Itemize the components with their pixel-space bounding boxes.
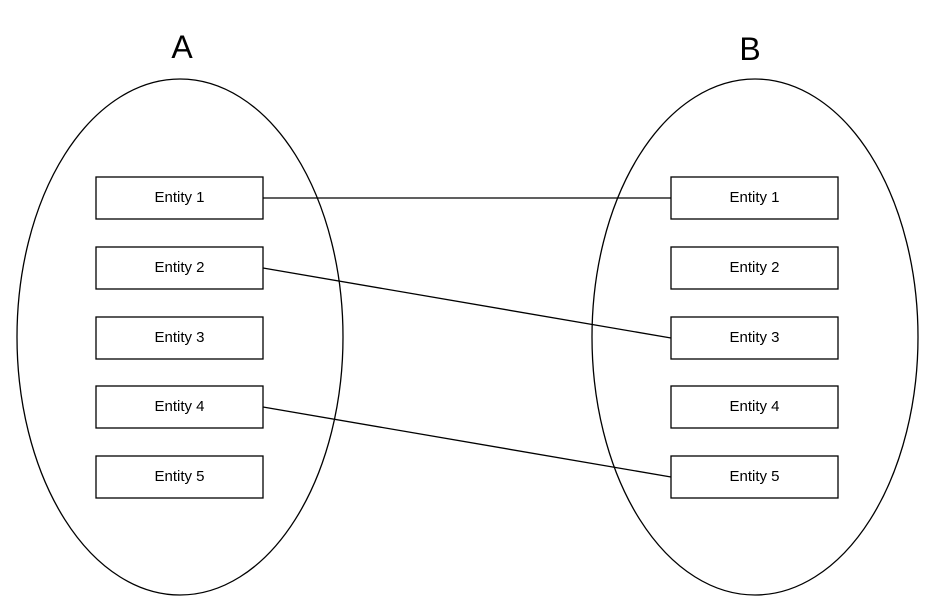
connector-a4-b5 <box>262 406 672 478</box>
set-a-title: A <box>171 29 193 65</box>
set-b-entity-4[interactable]: Entity 4 <box>670 385 839 429</box>
set-b-entity-1[interactable]: Entity 1 <box>670 176 839 220</box>
set-a-entity-4-label: Entity 4 <box>154 398 204 415</box>
set-b-entity-3-label: Entity 3 <box>729 329 779 346</box>
set-b-entity-5-label: Entity 5 <box>729 468 779 485</box>
set-b-entity-1-label: Entity 1 <box>729 189 779 206</box>
set-b-ellipse <box>591 78 919 596</box>
set-a-entity-2-label: Entity 2 <box>154 259 204 276</box>
set-b-entity-2-label: Entity 2 <box>729 259 779 276</box>
set-a-entity-5[interactable]: Entity 5 <box>95 455 264 499</box>
set-b-entity-4-label: Entity 4 <box>729 398 779 415</box>
set-a-entity-1[interactable]: Entity 1 <box>95 176 264 220</box>
set-a-entity-3-label: Entity 3 <box>154 329 204 346</box>
set-a-entity-list: Entity 1 Entity 2 Entity 3 Entity 4 Enti… <box>95 176 264 499</box>
set-a-ellipse <box>16 78 344 596</box>
connector-a2-b3 <box>262 267 672 339</box>
set-b-entity-2[interactable]: Entity 2 <box>670 246 839 290</box>
set-a-entity-2[interactable]: Entity 2 <box>95 246 264 290</box>
set-b-entity-3[interactable]: Entity 3 <box>670 316 839 360</box>
set-a-entity-4[interactable]: Entity 4 <box>95 385 264 429</box>
set-b-title: B <box>739 31 760 67</box>
set-b-entity-list: Entity 1 Entity 2 Entity 3 Entity 4 Enti… <box>670 176 839 499</box>
connector-group <box>262 197 672 478</box>
set-a-entity-3[interactable]: Entity 3 <box>95 316 264 360</box>
set-a-entity-1-label: Entity 1 <box>154 189 204 206</box>
set-b-entity-5[interactable]: Entity 5 <box>670 455 839 499</box>
set-a-entity-5-label: Entity 5 <box>154 468 204 485</box>
